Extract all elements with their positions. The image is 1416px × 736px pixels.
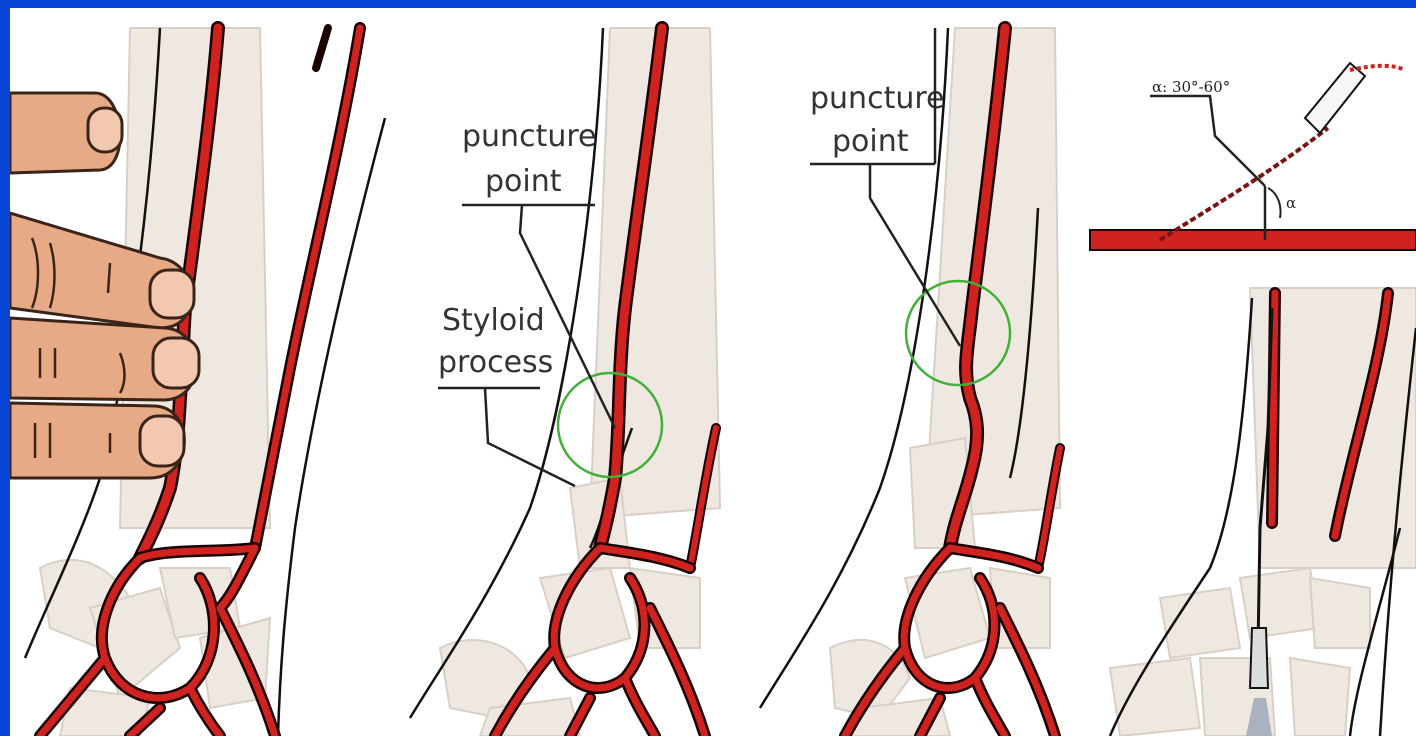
syringe-flash: [1350, 66, 1405, 70]
angle-diagram: α: 30°-60° α: [1090, 63, 1416, 250]
skin-surface-line: [1090, 230, 1416, 250]
panel-puncture-point: puncture point: [760, 28, 1060, 736]
puncture-label-line1: puncture: [810, 81, 944, 116]
panel-styloid-landmark: puncture point Styloid process: [410, 28, 720, 736]
styloid-process-callout: Styloid process: [438, 303, 575, 486]
needle-shaft: [1160, 128, 1328, 240]
syringe-body: [1305, 63, 1365, 133]
angle-range-label: α: 30°-60°: [1152, 78, 1230, 96]
styloid-label-line2: process: [438, 345, 553, 380]
wrist-top-view: [1110, 288, 1416, 736]
puncture-label-line2: point: [485, 164, 562, 199]
illustration-canvas: .bone { fill: #efe8e0; stroke: #d8d0c6; …: [10, 8, 1416, 736]
puncture-label-line2: point: [832, 124, 909, 159]
panel-palpation: [10, 28, 385, 736]
puncture-label-line1: puncture: [462, 119, 596, 154]
angle-symbol-label: α: [1286, 194, 1296, 212]
styloid-label-line1: Styloid: [442, 303, 545, 338]
radial-artery-puncture-illustration: .bone { fill: #efe8e0; stroke: #d8d0c6; …: [10, 8, 1416, 736]
panel-needle-angle: α: 30°-60° α: [1090, 63, 1416, 736]
forearm-outline-right: [278, 118, 385, 736]
